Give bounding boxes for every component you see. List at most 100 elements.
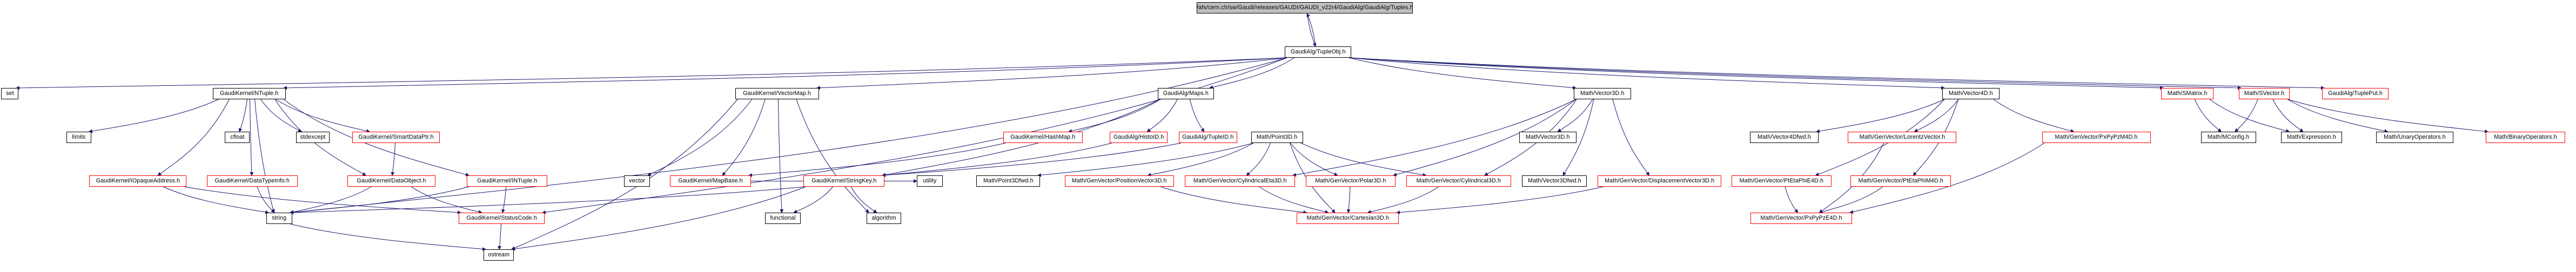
graph-node[interactable]: GaudiKernel/DataObject.h — [347, 175, 435, 187]
graph-node[interactable]: GaudiKernel/StatusCode.h — [459, 213, 545, 224]
graph-node[interactable]: vector — [624, 175, 650, 187]
graph-node-label: vector — [629, 178, 645, 184]
graph-node[interactable]: Math/Vector4D.h — [1942, 88, 2000, 99]
graph-node-label: Math/Vector4D.h — [1949, 90, 1993, 97]
graph-node[interactable]: GaudiAlg/Maps.h — [1158, 88, 1214, 99]
graph-edge — [1068, 99, 1160, 133]
graph-node-label: Math/GenVector/DisplacementVector3D.h — [1604, 178, 1715, 184]
graph-edge — [163, 186, 269, 214]
graph-node[interactable]: Math/GenVector/Cartesian3D.h — [1297, 213, 1399, 224]
graph-edge — [1306, 13, 1316, 47]
graph-node-label: Math/GenVector/Cylindrical3D.h — [1416, 178, 1501, 184]
graph-node[interactable]: GaudiKernel/DataTypeInfo.h — [207, 175, 298, 187]
graph-edge — [511, 99, 738, 250]
graph-node-label: cfloat — [230, 134, 245, 140]
graph-node-label: GaudiAlg/TuplePut.h — [2328, 90, 2383, 97]
graph-node[interactable]: Math/GenVector/PxPyPzM4D.h — [2042, 132, 2151, 143]
graph-node[interactable]: GaudiKernel/INTuple.h — [467, 175, 547, 187]
graph-node[interactable]: GaudiAlg/TupleID.h — [1179, 132, 1237, 143]
graph-node[interactable]: functional — [765, 213, 801, 224]
graph-edge — [184, 186, 461, 215]
graph-node[interactable]: Math/Vector3Dfwd.h — [1522, 175, 1587, 187]
graph-node[interactable]: Math/GenVector/PositionVector3D.h — [1065, 175, 1174, 187]
graph-node[interactable]: Math/Vector3D.h — [1519, 132, 1577, 143]
graph-node[interactable]: Math/GenVector/LorentzVector.h — [1848, 132, 1956, 143]
graph-edge — [511, 186, 806, 251]
graph-node[interactable]: GaudiKernel/MapBase.h — [670, 175, 751, 187]
graph-node[interactable]: limits — [66, 132, 91, 143]
graph-node[interactable]: Math/Vector3D.h — [1574, 88, 1631, 99]
graph-edge — [816, 57, 1287, 90]
graph-edge — [1349, 57, 2242, 90]
graph-node-label: GaudiAlg/HistoID.h — [1113, 134, 1164, 140]
graph-node[interactable]: Math/GenVector/Cylindrical3D.h — [1406, 175, 1511, 187]
graph-node-label: Math/SVector.h — [2244, 90, 2285, 97]
graph-edge — [290, 186, 806, 215]
graph-node[interactable]: GaudiKernel/NTuple.h — [213, 88, 286, 99]
graph-node[interactable]: Math/GenVector/Polar3D.h — [1306, 175, 1396, 187]
graph-node[interactable]: Math/Vector4Dfwd.h — [1750, 132, 1819, 143]
graph-node[interactable]: stdexcept — [296, 132, 330, 143]
graph-edge — [1785, 186, 1799, 213]
graph-node-label: ostream — [488, 251, 509, 258]
graph-edge — [411, 186, 482, 214]
graph-edge — [1993, 99, 2075, 133]
graph-edge — [257, 186, 275, 213]
graph-edge — [498, 223, 502, 250]
graph-node[interactable]: GaudiAlg/TupleObj.h — [1285, 46, 1351, 58]
graph-node-label: GaudiKernel/INTuple.h — [477, 178, 538, 184]
graph-node[interactable]: Math/SMatrix.h — [2161, 88, 2213, 99]
graph-edge — [1349, 57, 1945, 90]
graph-node[interactable]: Math/Expression.h — [2281, 132, 2342, 143]
graph-node[interactable]: utility — [917, 175, 943, 187]
graph-node[interactable]: GaudiKernel/SmartDataPtr.h — [352, 132, 440, 143]
graph-edge — [290, 186, 469, 214]
graph-edge — [793, 186, 834, 213]
graph-node-label: GaudiKernel/StatusCode.h — [466, 215, 537, 221]
graph-node-label: Math/Vector4Dfwd.h — [1757, 134, 1811, 140]
graph-node[interactable]: Math/SVector.h — [2239, 88, 2290, 99]
graph-node-label: GaudiAlg/Maps.h — [1163, 90, 1209, 97]
graph-node[interactable]: /afs/cern.ch/sw/Gaudi/releases/GAUDI/GAU… — [1197, 2, 1413, 13]
graph-node[interactable]: GaudiKernel/HashMap.h — [1003, 132, 1083, 143]
graph-node[interactable]: GaudiKernel/IOpaqueAddress.h — [89, 175, 186, 187]
graph-node[interactable]: Math/GenVector/PtEtaPhiM4D.h — [1850, 175, 1951, 187]
graph-node[interactable]: set — [1, 88, 18, 99]
graph-node[interactable]: Math/GenVector/PxPyPzE4D.h — [1750, 213, 1852, 224]
graph-node[interactable]: GaudiKernel/StringKey.h — [803, 175, 884, 187]
graph-edge — [1290, 142, 1338, 176]
graph-node[interactable]: cfloat — [225, 132, 250, 143]
graph-edge — [249, 99, 254, 176]
graph-node-label: GaudiKernel/HashMap.h — [1010, 134, 1076, 140]
graph-edge — [542, 57, 1287, 214]
graph-node-label: functional — [770, 215, 796, 221]
graph-node[interactable]: Math/Point3Dfwd.h — [976, 175, 1040, 187]
graph-node-label: GaudiAlg/TupleID.h — [1182, 134, 1234, 140]
graph-node[interactable]: algorithm — [867, 213, 901, 224]
graph-node[interactable]: Math/Point3D.h — [1251, 132, 1303, 143]
graph-edge — [1189, 99, 1205, 132]
graph-node[interactable]: Math/MConfig.h — [2201, 132, 2256, 143]
graph-node-label: Math/GenVector/PtEtaPhiE4D.h — [1739, 178, 1824, 184]
graph-node-label: Math/UnaryOperators.h — [2384, 134, 2446, 140]
graph-node[interactable]: string — [266, 213, 292, 224]
graph-node[interactable]: ostream — [484, 249, 514, 261]
graph-node-label: Math/GenVector/Polar3D.h — [1315, 178, 1386, 184]
graph-node-label: string — [272, 215, 287, 221]
graph-node[interactable]: Math/GenVector/DisplacementVector3D.h — [1598, 175, 1721, 187]
graph-edge — [238, 99, 247, 132]
graph-node[interactable]: Math/BinaryOperators.h — [2486, 132, 2565, 143]
graph-node-label: GaudiKernel/NTuple.h — [220, 90, 279, 97]
graph-edge — [283, 57, 1287, 90]
graph-edge — [882, 142, 1112, 177]
graph-node[interactable]: Math/GenVector/CylindricalEta3D.h — [1185, 175, 1295, 187]
graph-node-label: GaudiKernel/VectorMap.h — [743, 90, 811, 97]
graph-node[interactable]: GaudiAlg/HistoID.h — [1110, 132, 1168, 143]
graph-node[interactable]: GaudiAlg/TuplePut.h — [2322, 88, 2389, 99]
graph-node[interactable]: GaudiKernel/VectorMap.h — [735, 88, 819, 99]
graph-edge — [1259, 186, 1329, 214]
graph-node[interactable]: Math/UnaryOperators.h — [2376, 132, 2453, 143]
graph-node-label: Math/GenVector/LorentzVector.h — [1859, 134, 1945, 140]
graph-node-label: stdexcept — [300, 134, 326, 140]
graph-node[interactable]: Math/GenVector/PtEtaPhiE4D.h — [1732, 175, 1832, 187]
